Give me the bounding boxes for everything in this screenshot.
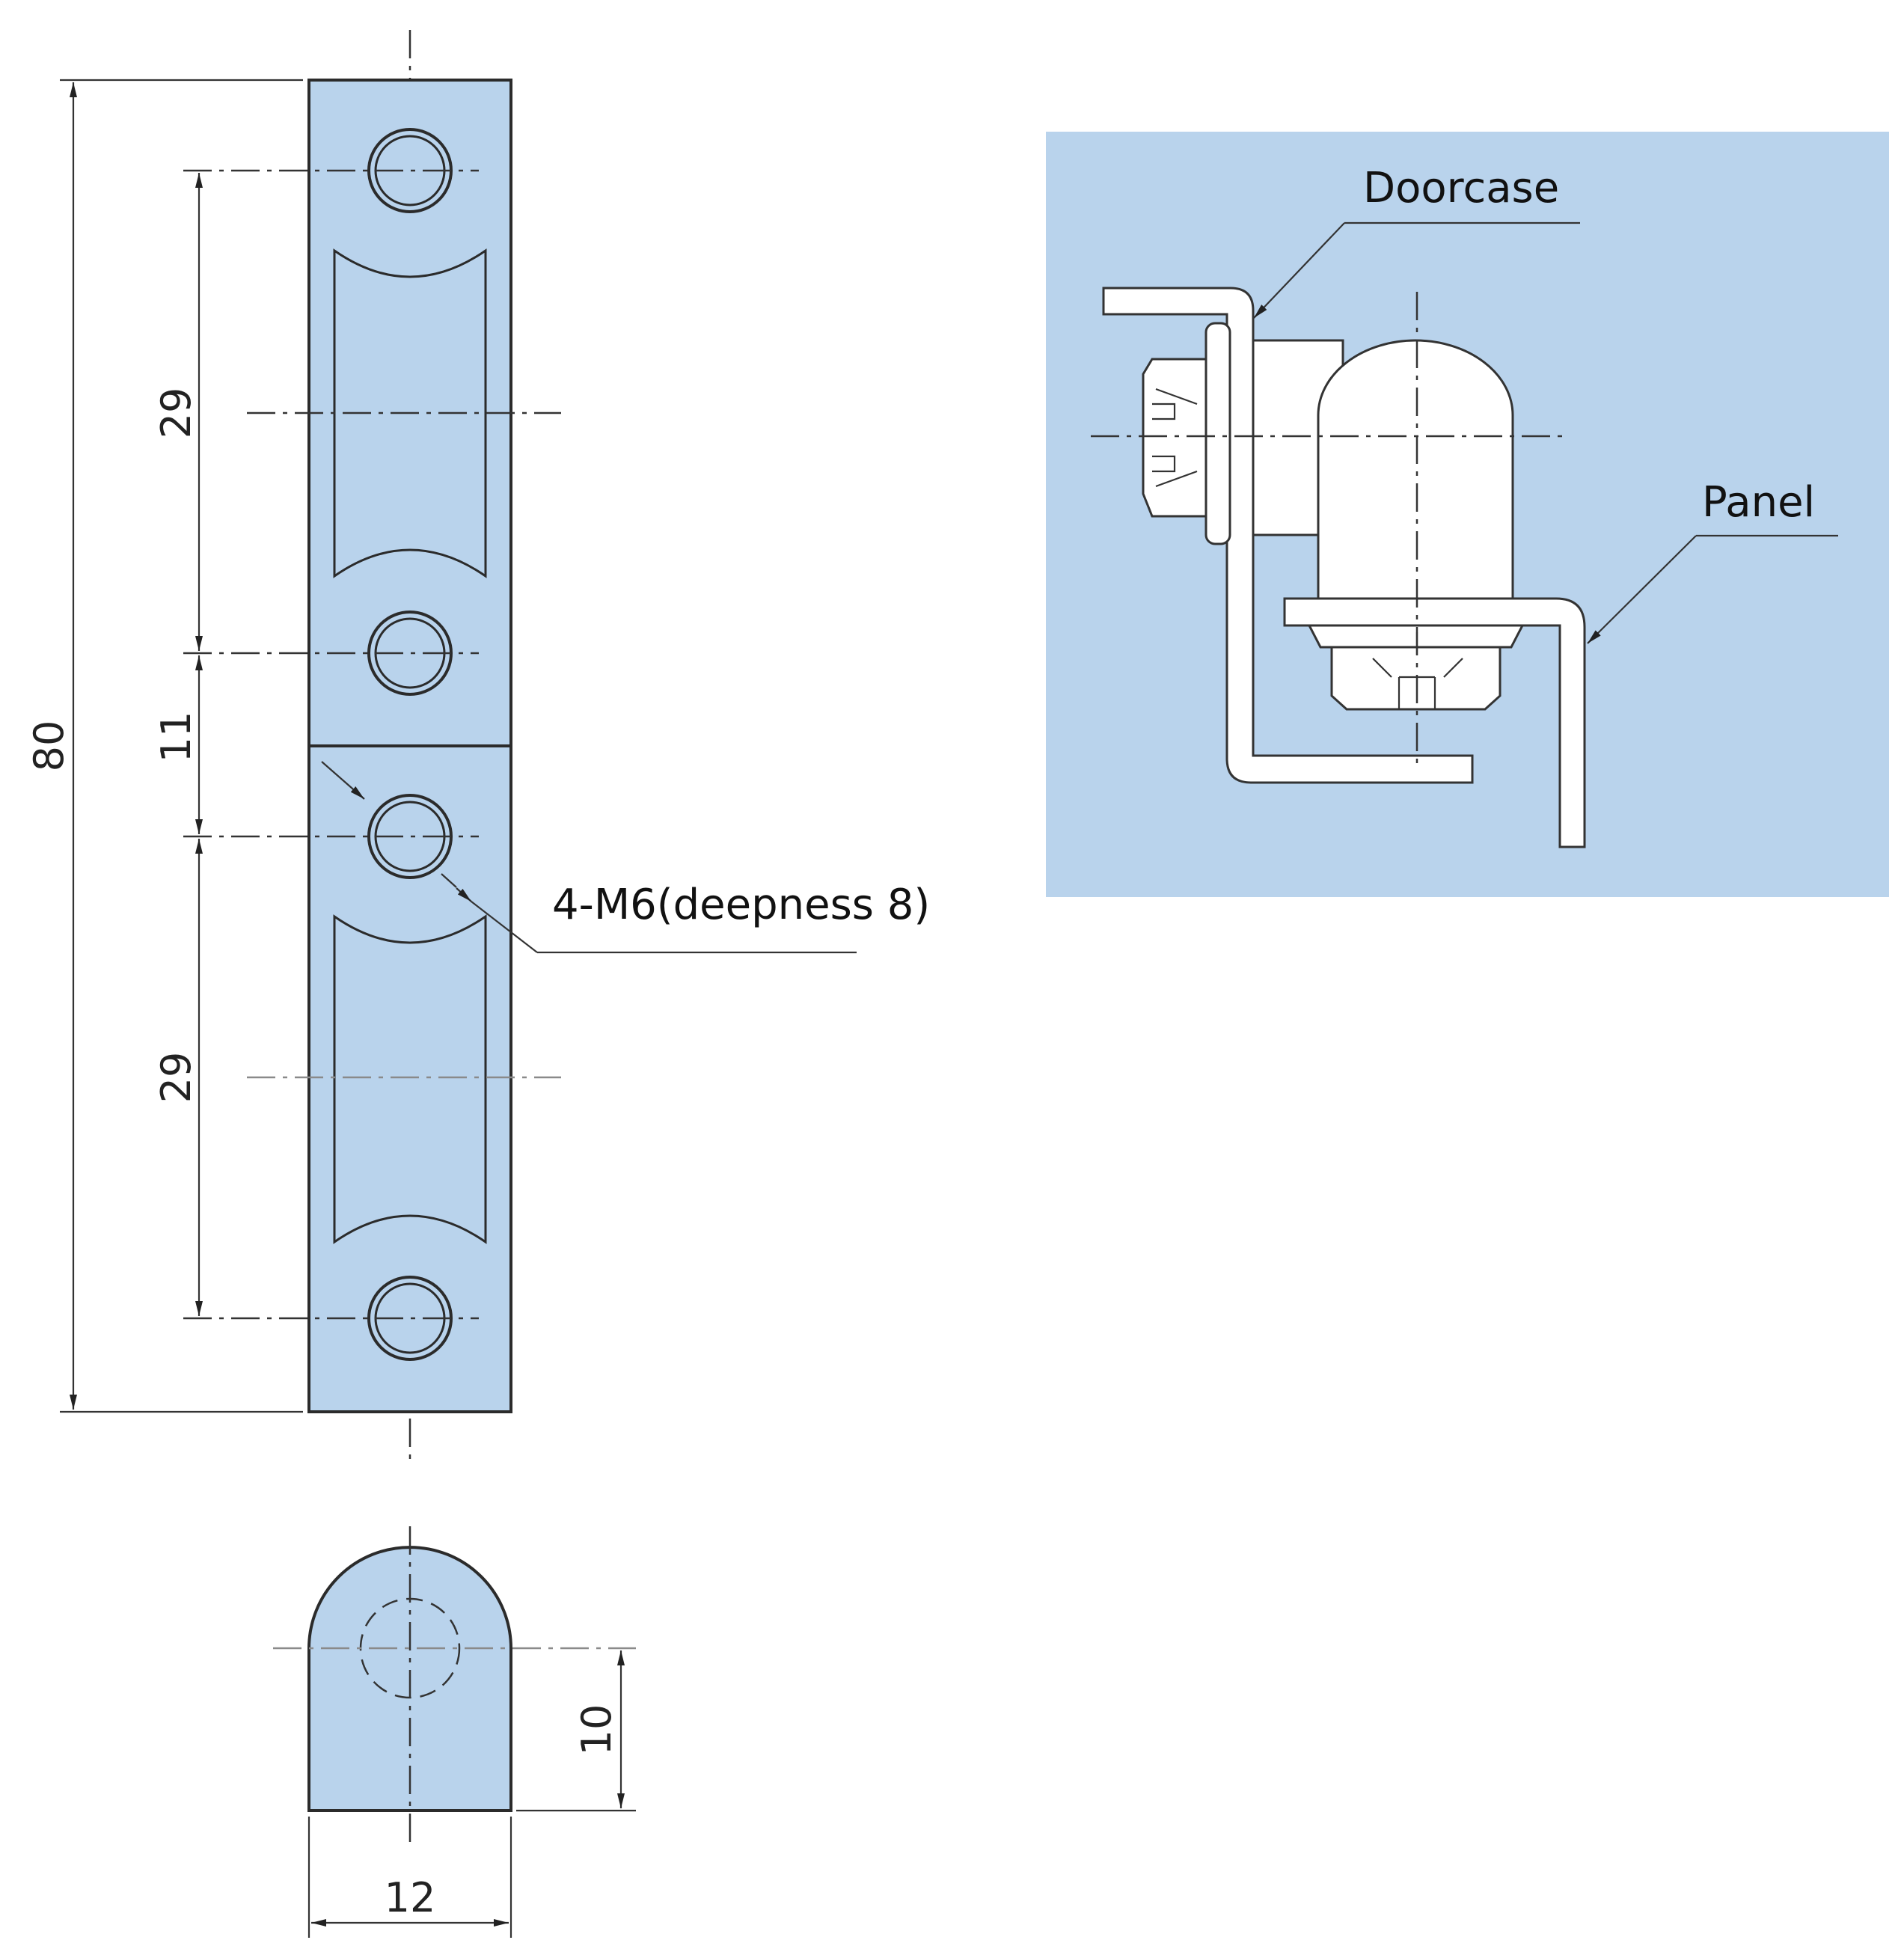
- doorcase-screw-head: [1142, 358, 1207, 518]
- doorcase-washer: [1204, 322, 1231, 545]
- mounting-hole-3: [367, 794, 453, 879]
- hole-spec-callout: 4-M6(deepness 8): [321, 761, 930, 954]
- end-view: 10 12: [273, 1526, 636, 1938]
- doorcase-label: Doorcase: [1363, 164, 1559, 212]
- panel-washer: [1307, 624, 1525, 649]
- hinge-knuckle-dome: [1317, 339, 1514, 600]
- dim-lower-spacing-label: 29: [153, 1052, 200, 1104]
- dim-hole-height-label: 10: [573, 1704, 620, 1756]
- lower-knuckle-recess: [333, 914, 487, 1244]
- screw-slot: [1152, 403, 1176, 473]
- hole-spec-label: 4-M6(deepness 8): [552, 881, 930, 929]
- dim-end-width: 12: [307, 1817, 512, 1938]
- panel-nut: [1330, 646, 1502, 711]
- panel-label: Panel: [1702, 478, 1815, 527]
- dim-hole-height: 10: [516, 1650, 636, 1812]
- dim-end-width-label: 12: [385, 1874, 436, 1921]
- panel-sheet: [1283, 597, 1586, 848]
- doorcase-sheet: [1102, 287, 1474, 784]
- installation-detail: Doorcase Panel: [1046, 132, 1889, 897]
- dim-upper-spacing-label: 29: [153, 388, 200, 439]
- upper-knuckle-recess: [333, 248, 487, 578]
- dim-overall-length: 80: [25, 79, 303, 1413]
- dim-lower-spacing: 29: [153, 839, 203, 1316]
- dim-middle-gap-label: 11: [153, 712, 200, 763]
- dim-middle-gap: 11: [153, 655, 203, 834]
- screw-thread-marks: [1155, 388, 1198, 488]
- dim-overall-length-label: 80: [25, 720, 73, 772]
- dim-upper-spacing: 29: [153, 173, 203, 651]
- front-view: [183, 30, 561, 1466]
